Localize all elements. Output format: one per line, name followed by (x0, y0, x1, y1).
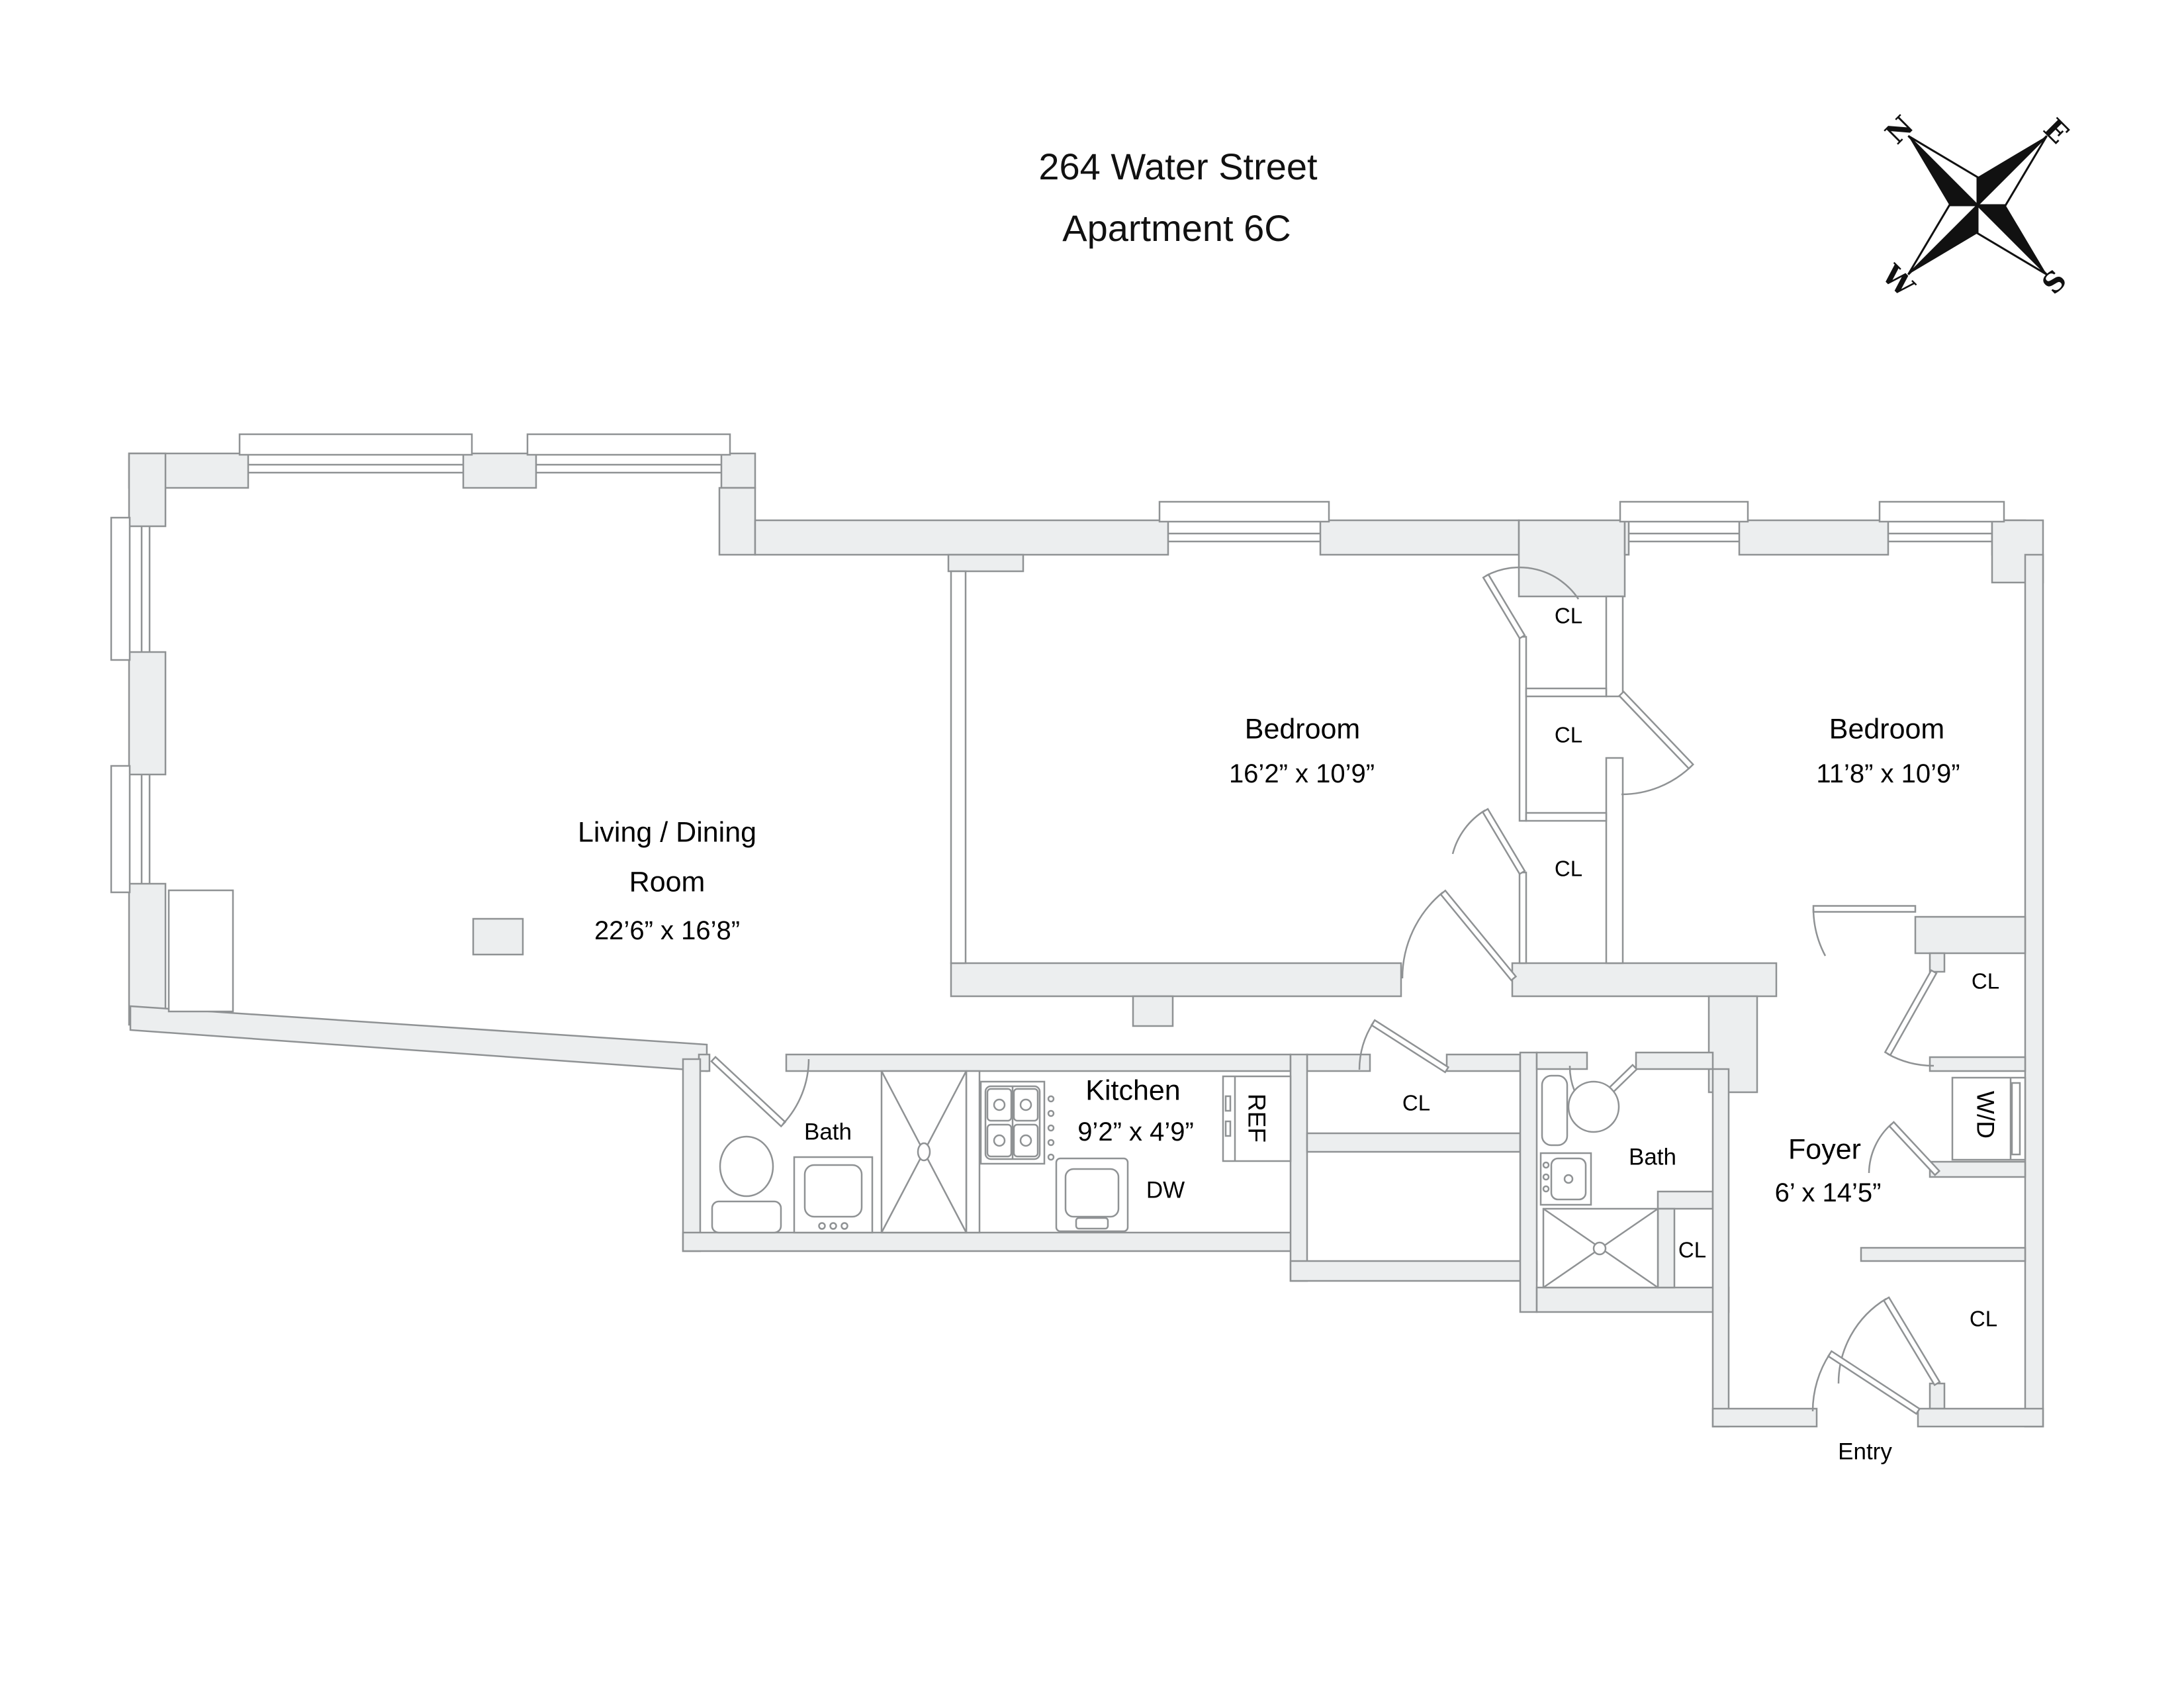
bedroom1-dims: 16’2” x 10’9” (1228, 759, 1375, 788)
washer-dryer-icon (1951, 1076, 2026, 1161)
living-room-label: Living / Dining (577, 816, 757, 849)
bedroom2-label: Bedroom (1829, 713, 1945, 745)
bedroom2-door-icon (1812, 905, 1917, 957)
toilet-tank-icon (711, 1200, 782, 1234)
closet-middle-label: CL (1554, 722, 1583, 747)
entry-label: Entry (1838, 1438, 1892, 1465)
window-sill (526, 433, 731, 456)
toilet2-icon (1567, 1080, 1620, 1133)
closet-foyer-bottom-label: CL (1969, 1306, 1998, 1331)
thin-walls-layer (167, 570, 1624, 1234)
kitchen-sink-icon (1055, 1157, 1129, 1233)
closet-bottom-label: CL (1554, 856, 1583, 881)
closet-top-label: CL (1554, 603, 1583, 628)
vanity-sink-icon (793, 1156, 874, 1234)
window-sill (1158, 500, 1330, 523)
walls-layer (128, 452, 2044, 1428)
window-sill (1878, 500, 2005, 523)
foyer-label: Foyer (1788, 1133, 1861, 1166)
bath2-label: Bath (1629, 1144, 1676, 1170)
shower-icon (880, 1070, 968, 1234)
window-sill (110, 765, 131, 894)
dishwasher-label: DW (1146, 1177, 1185, 1203)
kitchen-dims: 9’2” x 4’9” (1077, 1117, 1194, 1147)
living-room-dims: 22’6” x 16’8” (594, 916, 741, 945)
window-sill (238, 433, 473, 456)
foyer-closet-top-door-icon (1884, 969, 1938, 1067)
closet-top-door-icon (1482, 566, 1580, 640)
hall-door-icon (1358, 1019, 1450, 1074)
bath1-door-icon (710, 1055, 810, 1128)
windows-layer (110, 433, 2005, 894)
closet-bath-label: CL (1678, 1237, 1707, 1262)
bedroom2-dims: 11’8” x 10’9” (1816, 759, 1960, 788)
bedroom1-label: Bedroom (1244, 713, 1361, 745)
bath2-sink-icon (1539, 1152, 1592, 1206)
washer-dryer-label: W/D (1972, 1091, 1999, 1139)
foyer-dims: 6’ x 14’5” (1774, 1178, 1882, 1207)
stove-icon (979, 1080, 1055, 1165)
page-subtitle: Apartment 6C (1062, 207, 1291, 249)
kitchen-label: Kitchen (1085, 1074, 1181, 1107)
closet-hall-label: CL (1402, 1090, 1431, 1115)
window-sill (1619, 500, 1749, 523)
fixtures-layer (711, 1070, 2026, 1289)
toilet-icon (719, 1135, 774, 1197)
entry-door-icon (1811, 1350, 1921, 1415)
refrigerator-icon (1222, 1075, 1292, 1162)
compass-rose-icon (1907, 135, 2048, 275)
bath1-label: Bath (804, 1119, 852, 1145)
closet-foyer-top-label: CL (1971, 968, 2000, 994)
window-sill (110, 516, 131, 661)
refrigerator-label: REF (1243, 1094, 1271, 1143)
bedroom1-door-icon (1401, 889, 1518, 982)
living-room-label-2: Room (629, 866, 705, 898)
radiator-icon (1541, 1074, 1569, 1147)
closet-bottom-door-icon (1451, 808, 1526, 876)
closet-middle-door-icon (1617, 690, 1695, 796)
shower2-icon (1542, 1207, 1659, 1289)
washer-dryer-door-icon (1868, 1121, 1941, 1176)
doors-layer (710, 566, 1941, 1415)
page-title: 264 Water Street (1038, 146, 1318, 187)
foyer-closet-bottom-door-icon (1837, 1296, 1941, 1387)
